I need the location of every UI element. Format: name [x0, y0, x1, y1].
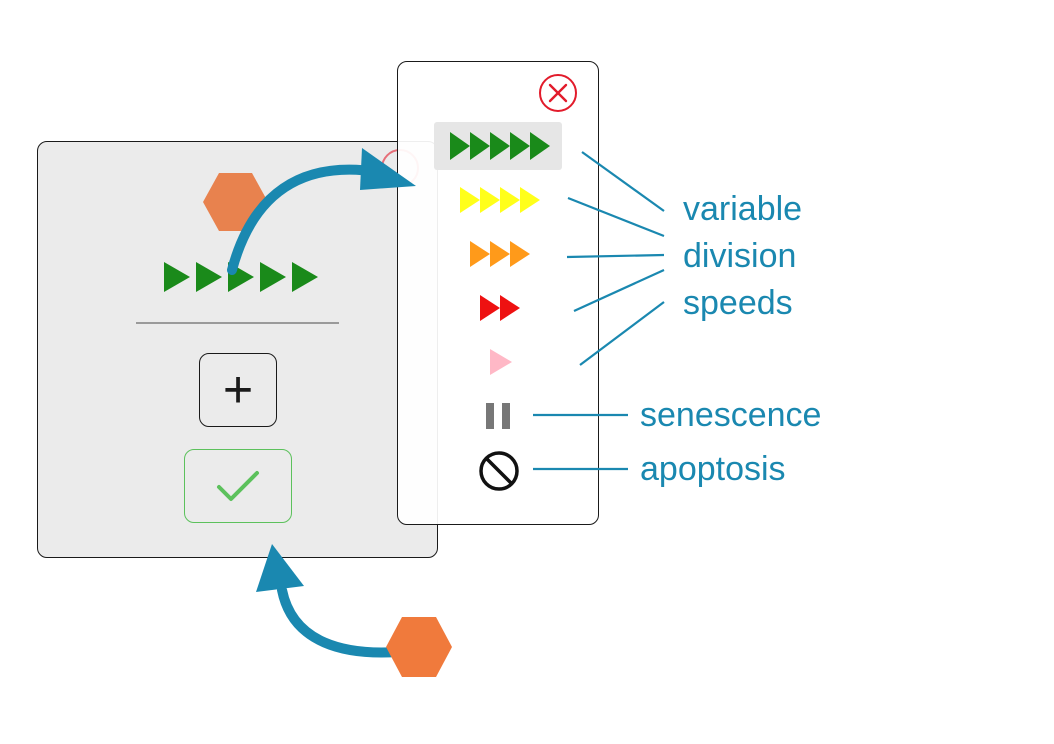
speed-option-2[interactable] — [478, 292, 522, 324]
new-cell-hexagon-icon — [386, 617, 452, 677]
fast-forward-5-icon — [450, 132, 550, 160]
speed-option-5[interactable] — [434, 122, 562, 170]
label-variable: variable — [683, 190, 803, 228]
speed-option-3[interactable] — [468, 238, 532, 270]
apoptosis-option[interactable] — [478, 450, 520, 492]
fast-forward-4-icon — [460, 187, 540, 213]
label-division: division — [683, 237, 797, 275]
drop-cell-arrowhead — [256, 544, 304, 592]
open-popup-arrowhead — [360, 148, 416, 190]
fast-forward-2-icon — [480, 295, 520, 321]
fast-forward-3-icon — [470, 241, 530, 267]
prohibited-icon — [479, 451, 519, 491]
label-apoptosis: apoptosis — [640, 450, 786, 488]
senescence-option[interactable] — [482, 400, 516, 432]
speed-leader-lines — [566, 151, 665, 366]
speed-option-4[interactable] — [458, 184, 542, 216]
open-popup-arrow — [227, 164, 383, 275]
speed-option-1[interactable] — [488, 346, 514, 378]
speed-popup — [397, 61, 599, 525]
card-divider — [136, 322, 339, 324]
confirm-button[interactable] — [184, 449, 292, 523]
close-circle-icon[interactable] — [537, 72, 579, 114]
add-button[interactable]: + — [199, 353, 277, 427]
label-senescence: senescence — [640, 396, 822, 434]
play-icon — [490, 349, 512, 375]
check-icon — [217, 471, 259, 501]
speeds-label-group: variable division speeds — [683, 192, 802, 333]
pause-icon — [486, 403, 510, 429]
label-speeds: speeds — [683, 284, 793, 322]
plus-icon: + — [222, 361, 254, 419]
